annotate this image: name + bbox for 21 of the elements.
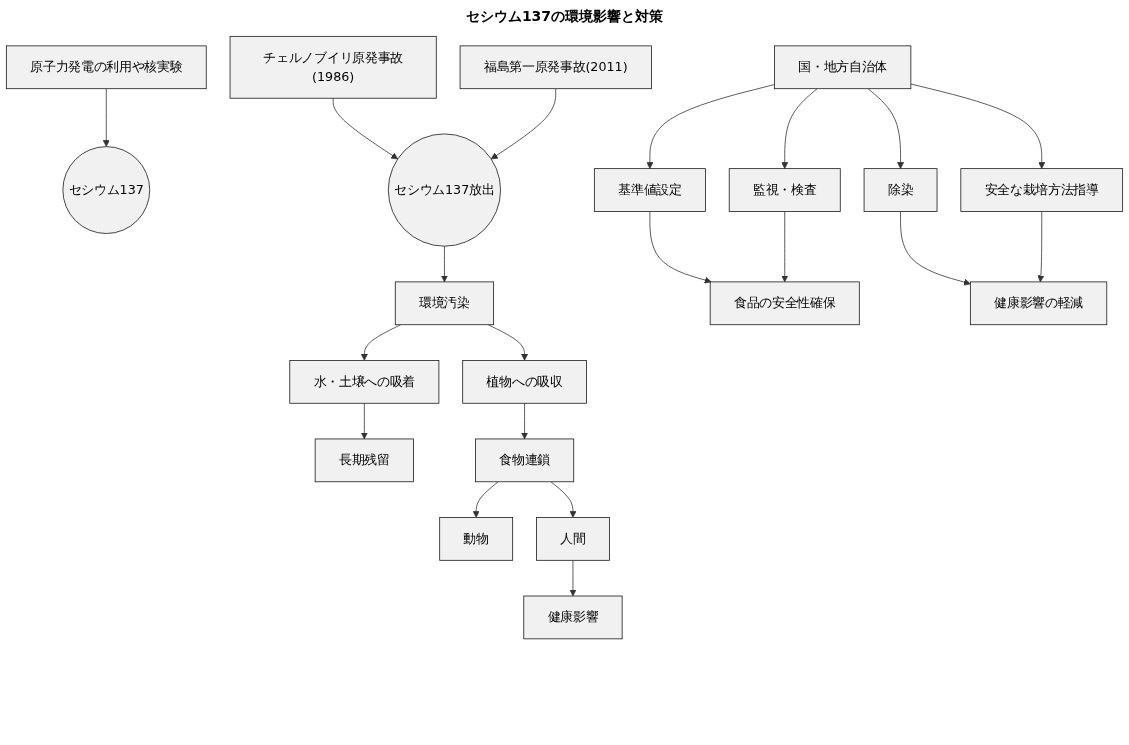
node-box: 植物への吸収 xyxy=(462,360,587,404)
node-box: 健康影響 xyxy=(523,595,623,640)
node-box: 長期残留 xyxy=(314,438,414,483)
node-circle: セシウム137 xyxy=(62,146,151,234)
node-box: 動物 xyxy=(439,517,514,561)
node-box: 安全な栽培方法指導 xyxy=(960,168,1124,212)
node-box: 環境汚染 xyxy=(394,281,495,326)
node-box: 人間 xyxy=(536,517,610,561)
node-box: 原子力発電の利用や核実験 xyxy=(5,45,207,90)
node-box: 食物連鎖 xyxy=(475,438,575,483)
node-box: 国・地方自治体 xyxy=(774,45,912,90)
node-box: 健康影響の軽減 xyxy=(969,281,1108,326)
node-box: 除染 xyxy=(863,168,938,212)
node-box: 水・土壌への吸着 xyxy=(289,360,440,404)
node-box: チェルノブイリ原発事故(1986) xyxy=(229,35,437,99)
node-box: 福島第一原発事故(2011) xyxy=(459,45,652,90)
node-circle: セシウム137放出 xyxy=(387,133,501,247)
diagram-title: セシウム137の環境影響と対策 xyxy=(464,8,665,26)
node-box: 食品の安全性確保 xyxy=(709,281,860,326)
node-box: 監視・検査 xyxy=(728,168,841,212)
node-box: 基準値設定 xyxy=(593,168,706,212)
